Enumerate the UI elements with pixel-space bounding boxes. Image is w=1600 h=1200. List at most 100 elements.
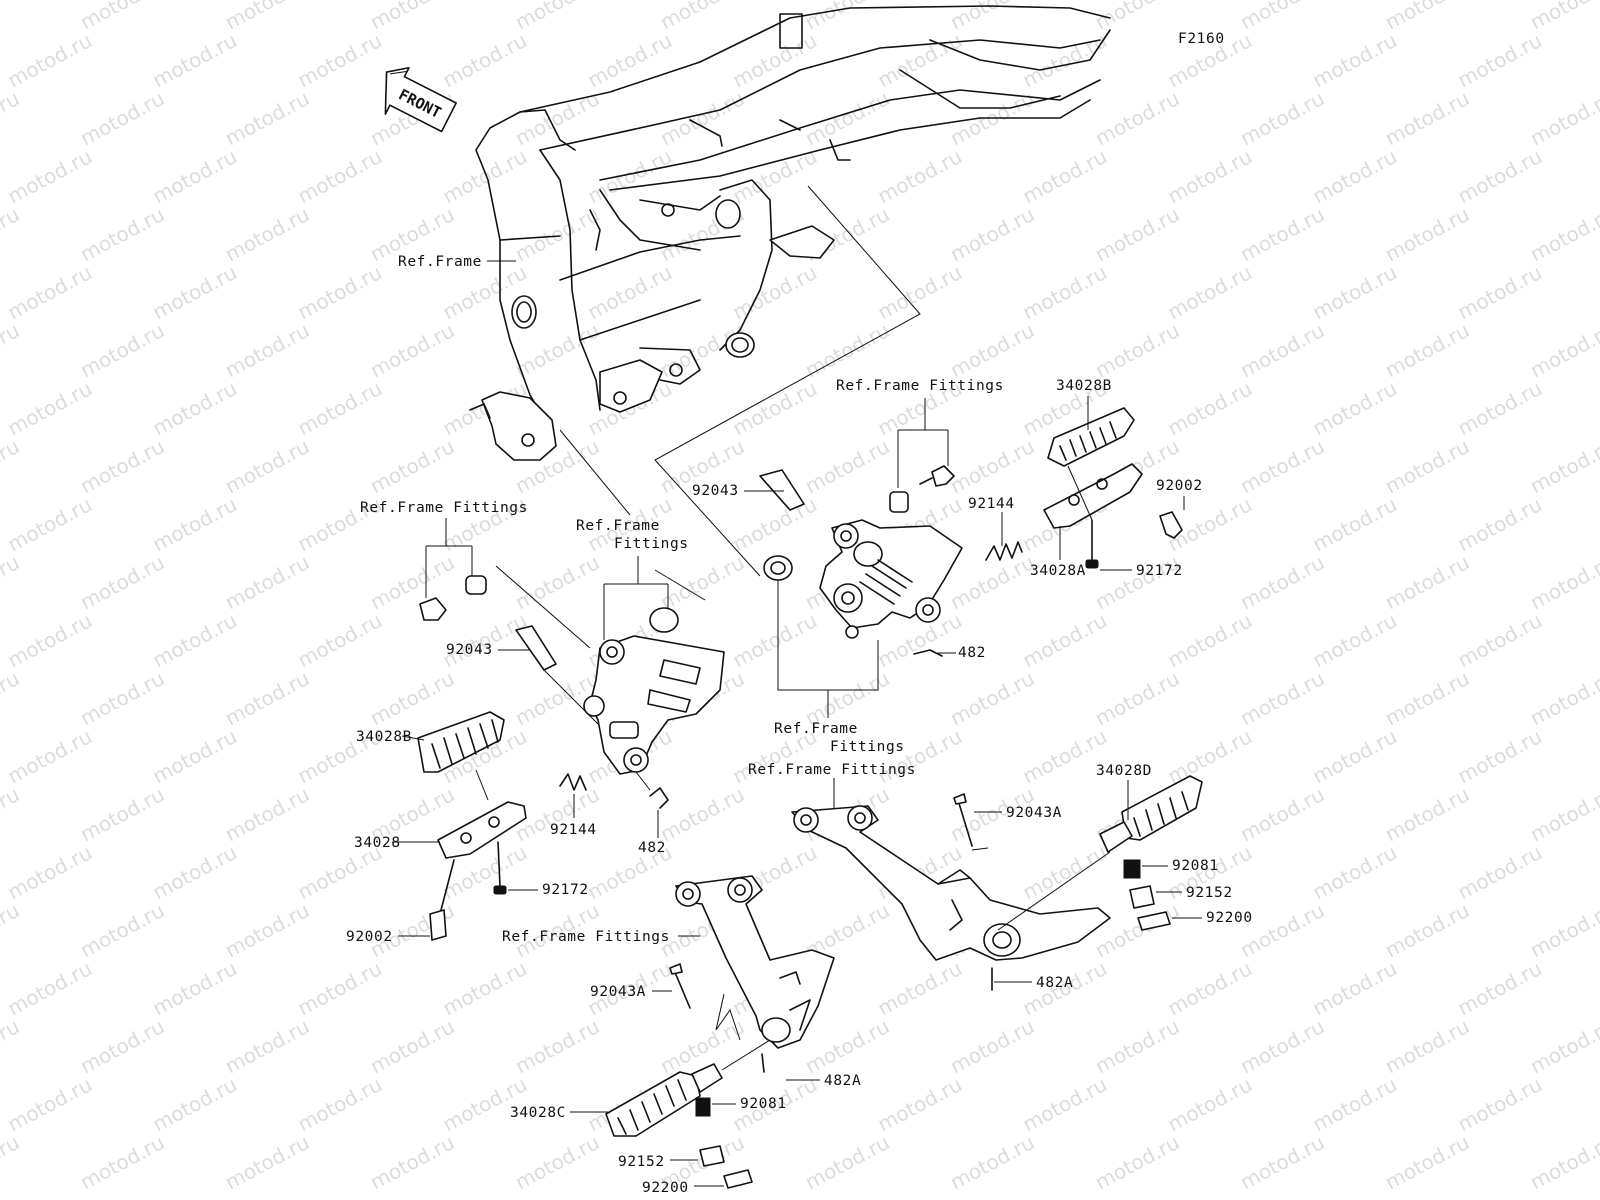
watermark-text: motod.ru [1091,1130,1183,1194]
footrest-bracket-right [819,519,963,639]
watermark-text: motod.ru [1164,956,1256,1020]
washer-92200-left [723,1169,753,1189]
footrest-bracket-left [583,635,725,775]
label-92043A-right: 92043A [1006,805,1062,821]
watermark-text: motod.ru [801,86,893,150]
watermark-text: motod.ru [1454,492,1546,556]
watermark-text: motod.ru [76,318,168,382]
watermark-text: motod.ru [1091,1014,1183,1078]
watermark-text: motod.ru [221,1014,313,1078]
watermark-text: motod.ru [1454,724,1546,788]
watermark-text: motod.ru [1236,202,1328,266]
watermark-text: motod.ru [729,492,821,556]
washer-92200-right [1137,911,1171,931]
label-34028: 34028 [354,835,401,851]
watermark-text: motod.ru [1309,144,1401,208]
watermark-text: motod.ru [439,608,531,672]
watermark-text: motod.ru [221,202,313,266]
footpeg-holder-34028A [1043,463,1143,529]
watermark-text: motod.ru [946,1130,1038,1194]
watermark-text: motod.ru [1381,1014,1473,1078]
watermark-text: motod.ru [1381,434,1473,498]
label-34028B-right: 34028B [1056,378,1112,394]
watermark-text: motod.ru [294,1072,386,1136]
clip-482-right [913,649,943,657]
watermark-text: motod.ru [874,956,966,1020]
watermark-text: motod.ru [76,1130,168,1194]
footpeg-rubber-34028B-right [1047,407,1135,467]
watermark-text: motod.ru [1309,260,1401,324]
watermark-text: motod.ru [149,956,241,1020]
watermark-text: motod.ru [4,492,96,556]
watermark-text: motod.ru [366,0,458,34]
watermark-text: motod.ru [294,608,386,672]
watermark-text: motod.ru [221,666,313,730]
watermark-text: motod.ru [1526,0,1600,34]
footpeg-34028C [605,1063,723,1137]
watermark-text: motod.ru [656,86,748,150]
watermark-text: motod.ru [0,318,23,382]
label-rff-rear-left: Ref.Frame Fittings [502,929,670,945]
watermark-text: motod.ru [1091,666,1183,730]
bolt-right-upper [919,465,955,487]
collar-left-upper [465,575,487,595]
watermark-text: motod.ru [76,202,168,266]
watermark-text: motod.ru [76,0,168,34]
watermark-text: motod.ru [1309,1072,1401,1136]
watermark-text: motod.ru [1164,1072,1256,1136]
label-rff-mid-line2: Fittings [614,536,689,552]
watermark-text: motod.ru [1381,898,1473,962]
label-rff-right-line2: Fittings [830,739,905,755]
watermark-text: motod.ru [76,434,168,498]
watermark-text: motod.ru [1164,724,1256,788]
watermark-text: motod.ru [511,1014,603,1078]
watermark-text: motod.ru [76,898,168,962]
label-34028D: 34028D [1096,763,1152,779]
watermark-text: motod.ru [149,376,241,440]
watermark-text: motod.ru [1091,550,1183,614]
watermark-text: motod.ru [439,956,531,1020]
label-92200-left: 92200 [642,1180,689,1196]
watermark-text: motod.ru [1236,86,1328,150]
watermark-text: motod.ru [366,666,458,730]
screw-92172-left [493,841,507,895]
watermark-text: motod.ru [1091,318,1183,382]
watermark-text: motod.ru [4,840,96,904]
bolt-92002-right [1159,511,1183,539]
watermark-text: motod.ru [874,144,966,208]
watermark-text: motod.ru [366,1014,458,1078]
watermark-text: motod.ru [1019,1072,1111,1136]
watermark-text: motod.ru [221,86,313,150]
watermark-text: motod.ru [1526,86,1600,150]
watermark-text: motod.ru [1236,666,1328,730]
watermark-text: motod.ru [0,434,23,498]
label-92152-left: 92152 [618,1154,665,1170]
watermark-text: motod.ru [1019,260,1111,324]
label-92043-right: 92043 [692,483,739,499]
watermark-text: motod.ru [1019,608,1111,672]
label-92200-right: 92200 [1206,910,1253,926]
watermark-text: motod.ru [1236,434,1328,498]
ball-92152-left [699,1145,725,1167]
watermark-text: motod.ru [221,318,313,382]
watermark-text: motod.ru [0,898,23,962]
watermark-text: motod.ru [76,86,168,150]
watermark-text: motod.ru [511,202,603,266]
collar-right-upper [889,491,909,513]
collar-left-mid [649,607,679,633]
watermark-text: motod.ru [801,0,893,34]
watermark-text: motod.ru [1381,0,1473,34]
watermark-text: motod.ru [1526,434,1600,498]
watermark-text: motod.ru [729,376,821,440]
watermark-text: motod.ru [801,434,893,498]
watermark-text: motod.ru [221,0,313,34]
watermark-text: motod.ru [1164,144,1256,208]
watermark-text: motod.ru [1454,260,1546,324]
watermark-text: motod.ru [1454,28,1546,92]
label-92172-left: 92172 [542,882,589,898]
label-92043A-left: 92043A [590,984,646,1000]
label-92172-right: 92172 [1136,563,1183,579]
watermark-text: motod.ru [4,260,96,324]
label-rff-rear-right: Ref.Frame Fittings [748,762,916,778]
watermark-text: motod.ru [439,28,531,92]
